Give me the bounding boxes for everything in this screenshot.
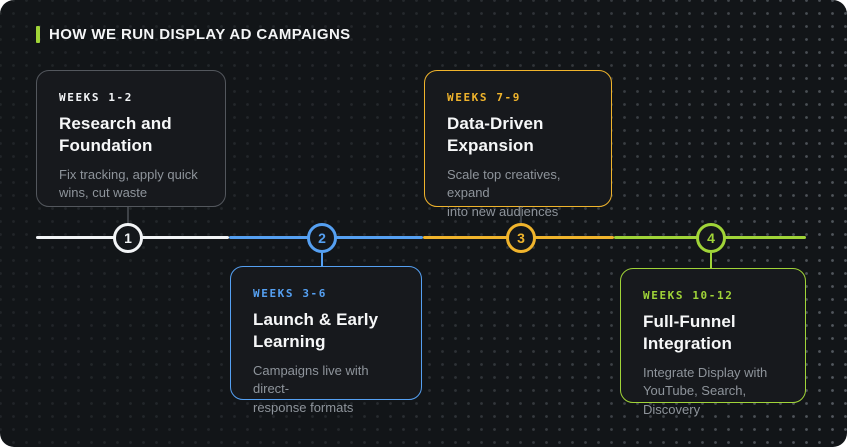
connector-phase-4	[710, 253, 712, 268]
connector-phase-1	[127, 207, 129, 223]
card-title: Launch & Early Learning	[253, 310, 379, 351]
phase-card-launch-early-learning: WEEKS 3-6 Launch & Early Learning Campai…	[230, 266, 422, 415]
phase-card-full-funnel-integration: WEEKS 10-12 Full-Funnel Integration Inte…	[620, 268, 806, 417]
timeline-marker-2: 2	[307, 223, 337, 253]
phase-card-research-foundation: WEEKS 1-2 Research and Foundation Fix tr…	[36, 70, 226, 207]
weeks-label: WEEKS 1-2	[59, 91, 134, 104]
marker-number: 2	[318, 230, 326, 246]
card-title: Data-Driven Expansion	[447, 114, 544, 155]
card-description: Campaigns live with direct- response for…	[253, 362, 369, 416]
weeks-label: WEEKS 7-9	[447, 91, 522, 104]
card-description: Scale top creatives, expand into new aud…	[447, 166, 561, 220]
connector-phase-2	[321, 253, 323, 266]
title-accent-bar	[36, 26, 40, 43]
weeks-label: WEEKS 3-6	[253, 287, 328, 300]
card-title: Research and Foundation	[59, 114, 172, 155]
marker-number: 4	[707, 230, 715, 246]
connector-phase-3	[520, 207, 522, 223]
weeks-label: WEEKS 10-12	[643, 289, 734, 302]
marker-number: 3	[517, 230, 525, 246]
timeline-marker-3: 3	[506, 223, 536, 253]
card-title: Full-Funnel Integration	[643, 312, 736, 353]
header: HOW WE RUN DISPLAY AD CAMPAIGNS	[36, 26, 351, 43]
card-description: Fix tracking, apply quick wins, cut wast…	[59, 166, 198, 201]
phase-card-data-driven-expansion: WEEKS 7-9 Data-Driven Expansion Scale to…	[424, 70, 612, 219]
marker-number: 1	[124, 230, 132, 246]
card-description: Integrate Display with YouTube, Search, …	[643, 364, 768, 418]
page-title: HOW WE RUN DISPLAY AD CAMPAIGNS	[49, 26, 351, 43]
timeline-marker-4: 4	[696, 223, 726, 253]
timeline-marker-1: 1	[113, 223, 143, 253]
